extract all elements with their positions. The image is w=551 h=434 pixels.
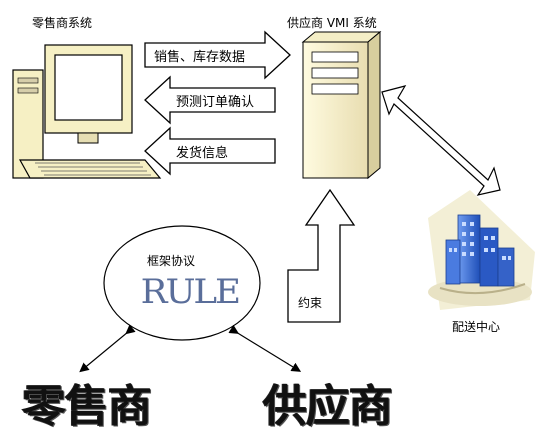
arrow-to-retailer: [79, 324, 136, 373]
retail-computer-icon: [12, 44, 162, 179]
rule-wordart: RULE: [140, 272, 241, 312]
retail-system-label: 零售商系统: [32, 16, 93, 30]
shipping-info-label: 发货信息: [176, 146, 229, 161]
forecast-order-label: 预测订单确认: [176, 95, 255, 110]
supplier-title: 供应商: [263, 381, 393, 432]
retailer-title: 零售商: [22, 381, 152, 432]
framework-ellipse: [103, 225, 261, 341]
constraint-label: 约束: [298, 296, 323, 310]
arrow-forecast-order: [144, 75, 276, 125]
distribution-center-icon: [428, 190, 535, 310]
arrow-constraint: [287, 188, 356, 323]
framework-agreement-label: 框架协议: [147, 254, 196, 268]
supplier-server-icon: [301, 30, 382, 180]
distribution-center-label: 配送中心: [452, 320, 501, 334]
arrow-server-distribution: [381, 85, 501, 196]
arrow-to-supplier: [228, 324, 302, 372]
arrow-sales-inventory: [144, 30, 291, 80]
sales-inventory-label: 销售、库存数据: [154, 50, 246, 65]
supplier-system-label: 供应商 VMI 系统: [287, 16, 377, 30]
arrow-shipping-info: [144, 126, 276, 176]
